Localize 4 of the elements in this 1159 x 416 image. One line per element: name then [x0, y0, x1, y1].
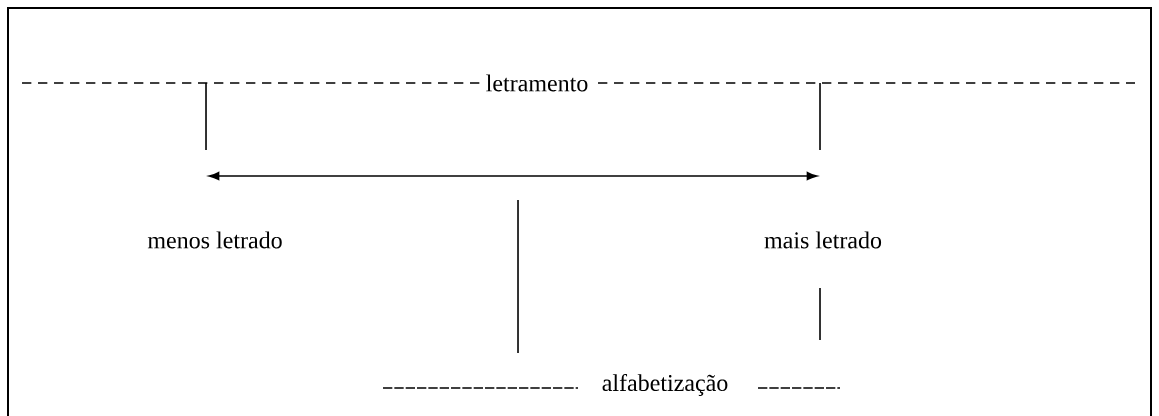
text-label: alfabetização — [602, 374, 728, 396]
text-label: mais letrado — [764, 231, 882, 249]
text-label: menos letrado — [147, 231, 282, 249]
text-label: letramento — [480, 73, 594, 93]
